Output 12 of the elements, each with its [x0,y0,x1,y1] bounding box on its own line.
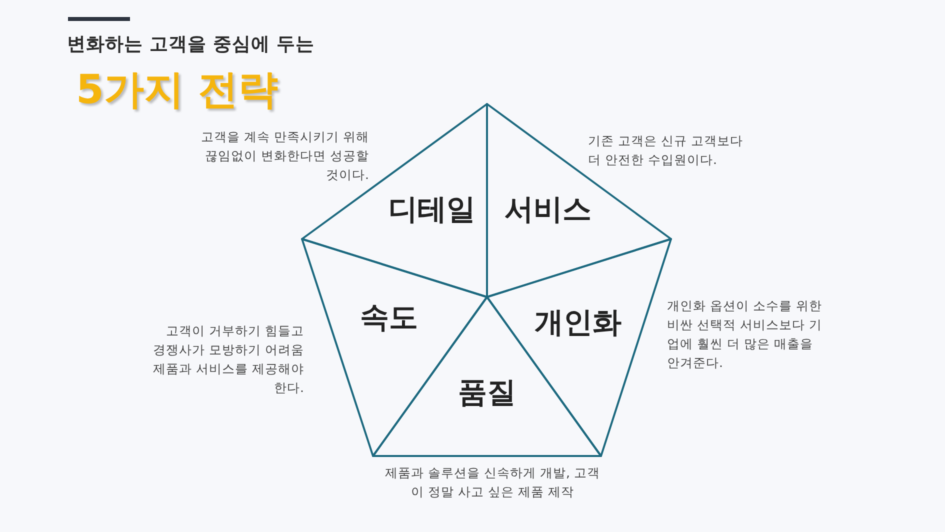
segment-label: 개인화 [534,304,622,341]
segment-label: 속도 [360,299,418,336]
segment-label: 디테일 [388,191,476,228]
subtitle: 변화하는 고객을 중심에 두는 [67,33,314,56]
description-text: 제품과 솔루션을 신속하게 개발, 고객이 정말 사고 싶은 제품 제작 [385,464,600,501]
description-text: 기존 고객은 신규 고객보다 더 안전한 수입원이다. [588,132,744,169]
description-text: 고객을 계속 만족시키기 위해 끊임없이 변화한다면 성공할 것이다. [200,128,369,184]
description-text: 고객이 거부하기 힘들고 경쟁사가 모방하기 어려움 제품과 서비스를 제공해야한다. [152,322,304,397]
segment-label: 서비스 [504,191,592,228]
description-text: 개인화 옵션이 소수를 위한 비싼 선택적 서비스보다 기업에 훨씬 더 많은 매출을 안겨준다. [667,297,823,372]
title: 5가지 전략 [76,66,278,115]
segment-label: 품질 [458,374,516,411]
